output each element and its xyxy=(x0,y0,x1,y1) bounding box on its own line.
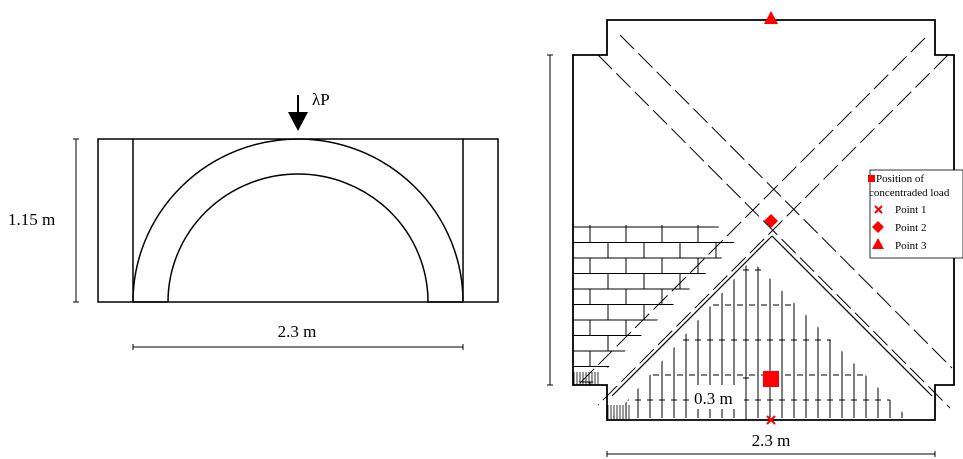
legend-item-load-line1: Position of xyxy=(876,173,924,185)
wall-figure: 0.3 m 2.3 m Position of concentraded loa… xyxy=(547,11,963,457)
concentrated-load-marker xyxy=(763,371,779,387)
legend-item-load-line2: concentraded load xyxy=(869,187,950,199)
legend: Position of concentraded load Point 1 Po… xyxy=(868,169,963,259)
legend-item-point-3: Point 3 xyxy=(895,240,927,252)
wall-span-dimension xyxy=(606,451,936,457)
arch-figure: λP 1.15 m 2.3 m xyxy=(8,90,499,350)
band-descending-mask xyxy=(573,55,940,425)
span-label: 2.3 m xyxy=(278,322,317,341)
point-2-marker xyxy=(764,214,778,228)
legend-diamond-icon xyxy=(872,221,884,233)
band-solid-edges xyxy=(611,235,933,397)
legend-item-point-2: Point 2 xyxy=(895,222,926,234)
legend-box xyxy=(869,169,963,259)
legend-item-point-1: Point 1 xyxy=(895,204,926,216)
point-3-marker xyxy=(764,11,778,24)
offset-dimension xyxy=(743,377,749,421)
arch-block-outline xyxy=(97,138,499,303)
load-label: λP xyxy=(312,90,330,109)
arch-intrados xyxy=(167,173,429,303)
legend-cross-icon xyxy=(874,205,883,214)
arch-extrados xyxy=(132,138,464,303)
load-arrow xyxy=(288,95,308,131)
wall-outline xyxy=(572,19,955,421)
diagonal-band-lines xyxy=(577,34,953,409)
wall-span-label: 2.3 m xyxy=(752,431,791,450)
height-label: 1.15 m xyxy=(8,210,55,229)
wall-height-dimension xyxy=(547,54,553,386)
legend-square-icon xyxy=(868,175,875,182)
point-1-marker xyxy=(766,415,776,425)
offset-label: 0.3 m xyxy=(694,389,733,408)
height-dimension xyxy=(73,138,79,303)
span-dimension xyxy=(132,344,464,350)
legend-triangle-icon xyxy=(872,238,884,249)
